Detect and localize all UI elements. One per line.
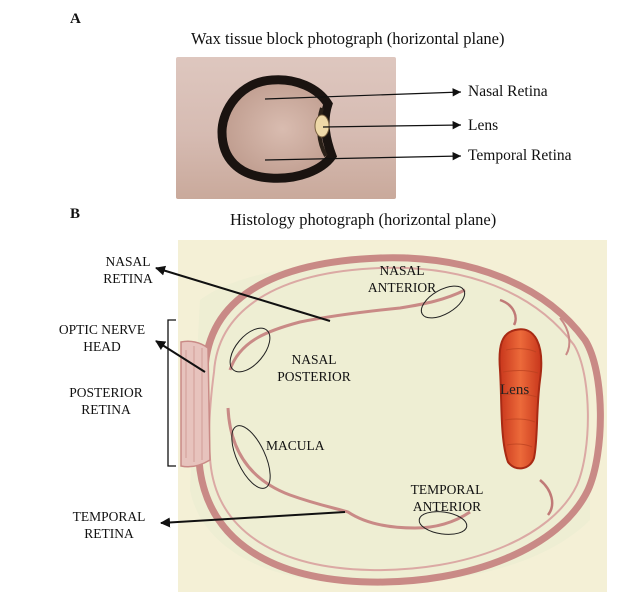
nasal-anterior-outline xyxy=(420,285,466,319)
label-nasal-anterior: NASAL ANTERIOR xyxy=(367,263,437,295)
label-temporal-retina-b: TEMPORAL RETINA xyxy=(72,509,146,541)
macula-outline xyxy=(231,425,271,489)
label-macula: MACULA xyxy=(266,438,325,453)
label-nasal-retina: Nasal Retina xyxy=(468,83,548,100)
arrow-lens xyxy=(322,120,462,130)
label-posterior-retina: POSTERIOR RETINA xyxy=(69,385,143,417)
label-temporal-retina: Temporal Retina xyxy=(468,147,572,164)
label-nasal-posterior: NASAL POSTERIOR xyxy=(277,352,351,384)
panel-a-letter: A xyxy=(70,11,81,27)
panel-b-letter: B xyxy=(70,206,81,222)
arrow-nasal-retina-b xyxy=(155,265,331,322)
arrow-temporal-retina-b xyxy=(160,511,346,528)
temporal-anterior-outline xyxy=(418,511,468,535)
label-nasal-retina-b: NASAL RETINA xyxy=(103,254,153,286)
nasal-posterior-outline xyxy=(229,327,271,373)
histology-eye-section xyxy=(180,254,604,586)
label-temporal-anterior: TEMPORAL ANTERIOR xyxy=(410,482,484,514)
panel-b-title: Histology photograph (horizontal plane) xyxy=(230,210,497,229)
wax-eyeball xyxy=(217,75,338,183)
arrow-temporal-retina xyxy=(264,151,462,161)
label-lens-b: Lens xyxy=(500,382,530,398)
label-lens: Lens xyxy=(468,117,499,134)
label-optic-nerve-head: OPTIC NERVE HEAD xyxy=(58,322,146,354)
panel-a-title: Wax tissue block photograph (horizontal … xyxy=(191,29,505,48)
arrow-optic-nerve xyxy=(155,340,206,373)
posterior-bracket xyxy=(167,319,176,467)
arrow-nasal-retina xyxy=(264,88,462,100)
